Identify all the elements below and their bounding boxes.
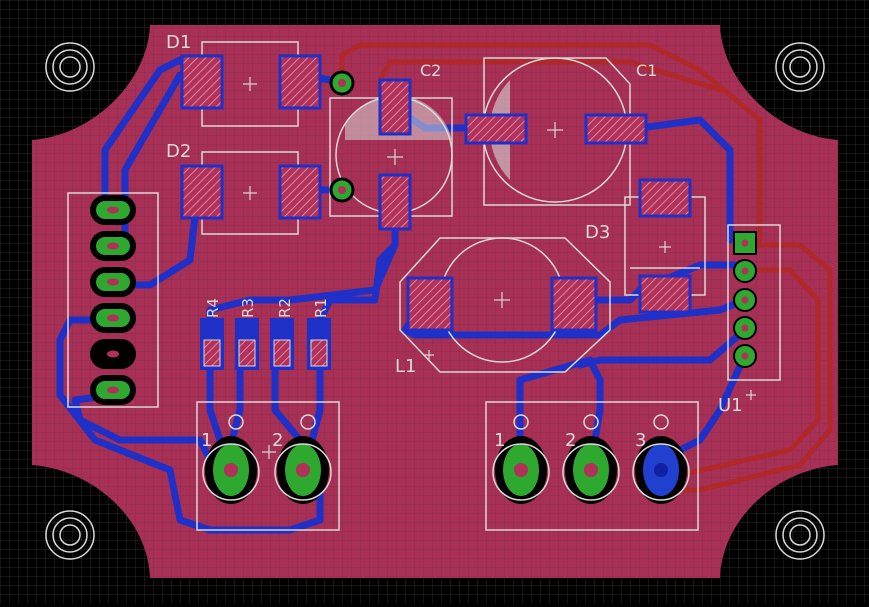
u1-pins (733, 231, 757, 368)
label-d1: D1 (166, 32, 191, 53)
resistor-array (200, 318, 331, 370)
terminal-right-pin-1: 1 (494, 430, 505, 451)
label-d2: D2 (166, 141, 191, 162)
terminal-left-pin-1: 1 (201, 430, 212, 451)
label-c2: C2 (420, 61, 441, 80)
diode-vias (329, 70, 355, 203)
label-r3: R3 (239, 298, 257, 318)
label-r2: R2 (276, 298, 294, 318)
terminal-right-pin-2: 2 (565, 430, 576, 451)
terminal-pads (202, 414, 690, 504)
label-l1: L1 (395, 356, 416, 377)
label-u1: U1 (718, 395, 743, 416)
mounting-hole-icon (45, 42, 825, 560)
terminal-left-pin-2: 2 (272, 430, 283, 451)
left-connector-pins (90, 195, 136, 405)
label-r4: R4 (204, 298, 222, 318)
label-c1: C1 (636, 61, 657, 80)
smd-pads (180, 54, 692, 332)
terminal-right-pin-3: 3 (635, 430, 646, 451)
origin-cross-icon (243, 77, 756, 459)
label-r1: R1 (312, 298, 330, 318)
label-d3: D3 (585, 222, 610, 243)
